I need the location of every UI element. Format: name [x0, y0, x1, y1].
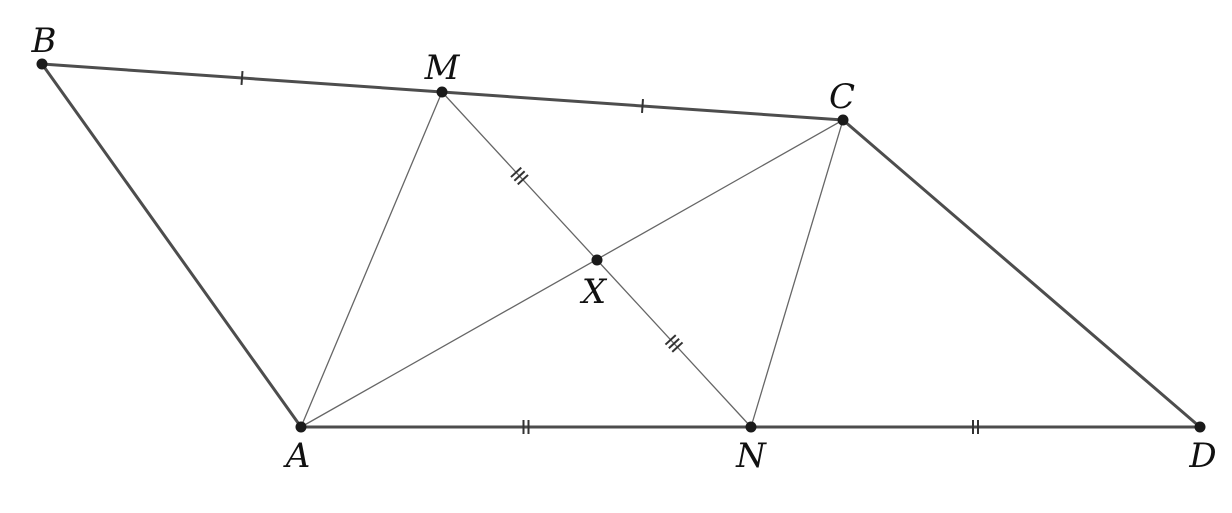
tick-mark-mx: [513, 170, 526, 182]
point-c: [837, 114, 849, 126]
segment-ba: [40, 62, 303, 429]
points-layer: [36, 58, 1206, 433]
label-x: X: [579, 272, 608, 312]
tick-marks-layer: [240, 70, 979, 434]
point-d: [1194, 421, 1206, 433]
label-c: C: [829, 77, 855, 117]
segment-cn: [750, 119, 844, 428]
segment-am: [300, 91, 443, 428]
label-m: M: [424, 48, 461, 88]
segment-cd: [841, 118, 1202, 429]
tick-mark-mx: [517, 174, 529, 186]
tick-mark-xn: [664, 334, 677, 346]
label-b: B: [31, 21, 57, 61]
label-a: A: [283, 436, 311, 476]
tick-mark-bm: [240, 70, 244, 86]
labels-layer: B M C X A N D: [31, 21, 1217, 476]
point-a: [295, 421, 307, 433]
tick-mark-xn: [668, 338, 680, 349]
point-n: [745, 421, 757, 433]
point-x: [591, 254, 603, 266]
label-n: N: [735, 436, 767, 476]
label-d: D: [1188, 436, 1216, 476]
tick-mark-mc: [641, 98, 644, 114]
segments-layer: [40, 62, 1202, 429]
tick-mark-xn: [671, 341, 684, 353]
segment-ac: [300, 119, 844, 428]
tick-mark-mx: [510, 166, 522, 178]
point-b: [36, 58, 48, 70]
point-m: [436, 86, 448, 98]
